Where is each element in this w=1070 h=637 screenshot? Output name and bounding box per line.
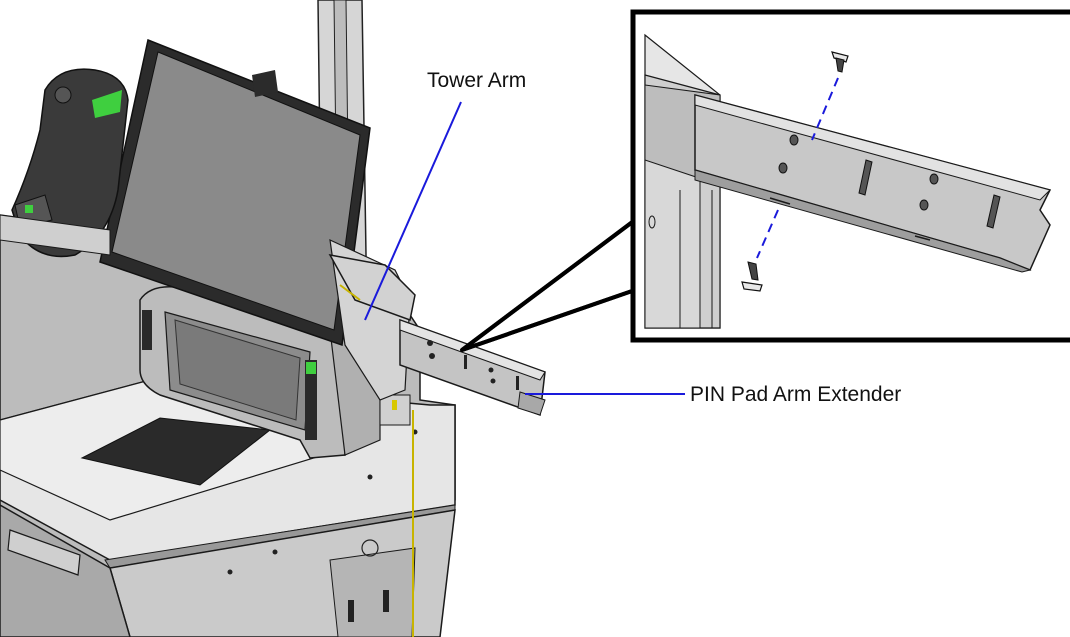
- detail-inset: [630, 9, 1070, 343]
- handheld-scanner: [0, 68, 129, 258]
- top-screw-icon: [831, 51, 849, 73]
- bottom-screw-guide: [756, 209, 779, 259]
- pin-pad-arm-extender: [399, 318, 546, 417]
- inset-callout-wedge: [460, 218, 637, 352]
- tower-arm-label: Tower Arm: [427, 69, 527, 92]
- bioptic-scanner: [139, 286, 411, 459]
- pin-pad-arm-extender-label: PIN Pad Arm Extender: [690, 383, 902, 406]
- bottom-screw-icon: [741, 261, 763, 292]
- tower-arm: [328, 253, 416, 322]
- tower-arm-leader-line: [364, 101, 462, 321]
- top-screw-guide: [811, 77, 839, 141]
